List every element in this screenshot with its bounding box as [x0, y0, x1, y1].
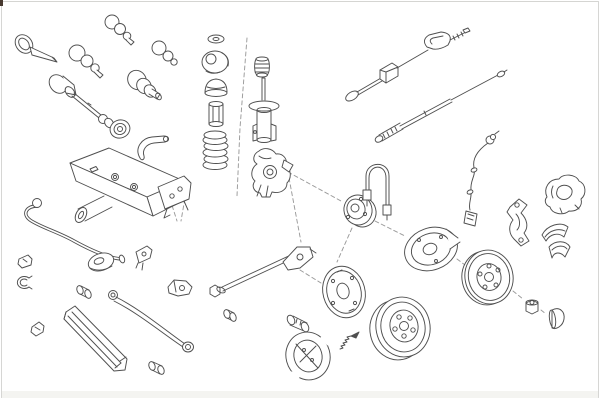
rear-parking-brake-cable [374, 69, 508, 143]
mounting-handle-bracket [137, 135, 170, 161]
wheel-hub-bearing [343, 194, 377, 228]
brake-drum [369, 296, 431, 361]
arm-bushing-rear [148, 361, 165, 375]
cv-boot-kit-left [68, 44, 104, 79]
lateral-rod [108, 290, 194, 353]
driveshaft [48, 74, 131, 139]
stabilizer-clamp [135, 245, 153, 271]
arm-bushing-mid [76, 285, 92, 299]
axle-nut [525, 299, 539, 315]
rubber-mount-ring [87, 252, 115, 272]
stabilizer-bushing [17, 254, 33, 269]
link-bushing [223, 309, 237, 322]
corner-scan-mark [0, 0, 3, 6]
brake-backing-plate [322, 265, 366, 319]
wheel-knuckle [251, 148, 294, 198]
trailing-arm [63, 305, 128, 372]
brake-hose [362, 163, 392, 221]
brake-pad-set [541, 223, 571, 259]
brake-disc [461, 249, 514, 306]
cv-boot-kit-right [151, 40, 178, 66]
bump-stop [204, 78, 228, 97]
mounting-bracket-small [167, 279, 193, 297]
shoe-spring-kit [339, 331, 360, 350]
stub-axle-bolt [14, 34, 58, 63]
strut-washer [207, 34, 225, 44]
coil-spring [202, 130, 229, 170]
rear-axle-beam [69, 147, 192, 223]
strut-top-mount [201, 50, 229, 74]
dust-cap [548, 308, 565, 329]
brake-splash-shield [404, 226, 462, 272]
footer-strip [2, 391, 598, 398]
caliper-carrier [506, 198, 530, 247]
abs-sensor-cable [463, 130, 500, 227]
diagram-line-art [14, 14, 586, 381]
spacer-sleeve [208, 101, 224, 127]
strut-protective-boot [254, 56, 270, 78]
front-parking-brake-cable [345, 27, 471, 102]
inner-cv-joint [127, 69, 162, 101]
brake-shoe-set [285, 331, 331, 381]
wheel-cylinder [286, 314, 310, 333]
brake-caliper [544, 174, 586, 215]
cv-boot-kit-upper [104, 14, 135, 46]
lateral-link [209, 246, 317, 298]
arm-bushing-front [30, 321, 45, 337]
retaining-clip [16, 275, 33, 290]
shock-absorber-strut [248, 77, 280, 143]
